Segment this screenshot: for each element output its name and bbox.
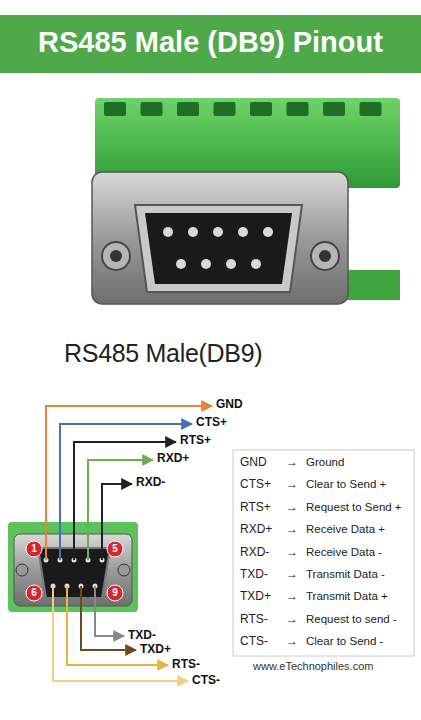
- leader-line: [60, 424, 192, 560]
- terminal-slot: [250, 102, 272, 116]
- terminal-slot: [360, 102, 382, 116]
- pin: [188, 227, 198, 237]
- table-arrow: →: [286, 501, 298, 514]
- pin: [213, 227, 223, 237]
- table-description: Clear to Send -: [306, 635, 383, 648]
- pin-badge: [26, 585, 42, 601]
- terminal-slot: [287, 102, 309, 116]
- table-code: TXD-: [240, 568, 268, 581]
- table-arrow: →: [286, 568, 298, 581]
- table-code: TXD+: [240, 590, 271, 603]
- table-arrow: →: [286, 613, 298, 626]
- signal-name: RTS-: [172, 658, 200, 671]
- signal-name: RTS+: [180, 434, 211, 447]
- table-arrow: →: [286, 523, 298, 536]
- pin-badge: [107, 541, 123, 557]
- pin: [176, 259, 186, 269]
- table-description: Transmit Data +: [306, 590, 388, 603]
- signal-name: CTS-: [192, 674, 220, 687]
- leader-line: [53, 586, 188, 681]
- signal-name: CTS+: [196, 416, 227, 429]
- table-arrow: →: [286, 590, 298, 603]
- pin: [251, 259, 261, 269]
- terminal-slot: [104, 102, 126, 116]
- table-border: [233, 450, 414, 656]
- table-code: RXD-: [240, 546, 269, 559]
- title-banner: [0, 15, 421, 73]
- pin-badge: [107, 585, 123, 601]
- signal-name: RXD+: [157, 452, 189, 465]
- pin-badge: [26, 541, 42, 557]
- table-description: Ground: [306, 456, 344, 469]
- table-code: RXD+: [240, 523, 272, 536]
- table-description: Request to Send +: [306, 501, 402, 514]
- table-description: Clear to Send +: [306, 478, 386, 491]
- terminal-slot: [177, 102, 199, 116]
- pin: [163, 227, 173, 237]
- pin: [263, 227, 273, 237]
- signal-name: GND: [216, 398, 243, 411]
- caption: RS485 Male(DB9): [64, 340, 262, 368]
- pin-number: 1: [31, 543, 37, 554]
- watermark: www.eTechnophiles.com: [253, 660, 373, 672]
- table-code: RTS+: [240, 501, 271, 514]
- leader-lines: [46, 406, 212, 681]
- pin-number: 5: [112, 543, 118, 554]
- table-code: CTS-: [240, 635, 268, 648]
- pin: [226, 259, 236, 269]
- table-arrow: →: [286, 456, 298, 469]
- table-description: Transmit Data -: [306, 568, 385, 581]
- table-code: GND: [240, 456, 267, 469]
- leader-line: [88, 460, 153, 560]
- signal-name: TXD-: [128, 629, 156, 642]
- terminal-slot: [214, 102, 236, 116]
- terminal-slot: [323, 102, 345, 116]
- signal-name: RXD-: [136, 476, 165, 489]
- title: RS485 Male (DB9) Pinout: [0, 27, 421, 59]
- table-arrow: →: [286, 546, 298, 559]
- pin-number: 6: [31, 587, 37, 598]
- connector-photo: [92, 98, 400, 304]
- table-description: Request to send -: [306, 613, 397, 626]
- signal-name: TXD+: [140, 643, 171, 656]
- pin: [201, 259, 211, 269]
- table-code: RTS-: [240, 613, 268, 626]
- leader-line: [46, 406, 212, 560]
- leader-line: [81, 586, 136, 650]
- table-code: CTS+: [240, 478, 271, 491]
- table-description: Receive Data -: [306, 546, 382, 559]
- pin: [238, 227, 248, 237]
- leader-line: [102, 484, 132, 560]
- terminal-slot: [141, 102, 163, 116]
- table-description: Receive Data +: [306, 523, 385, 536]
- leader-line: [95, 586, 124, 636]
- pin-number: 9: [112, 587, 118, 598]
- table-arrow: →: [286, 635, 298, 648]
- table-arrow: →: [286, 478, 298, 491]
